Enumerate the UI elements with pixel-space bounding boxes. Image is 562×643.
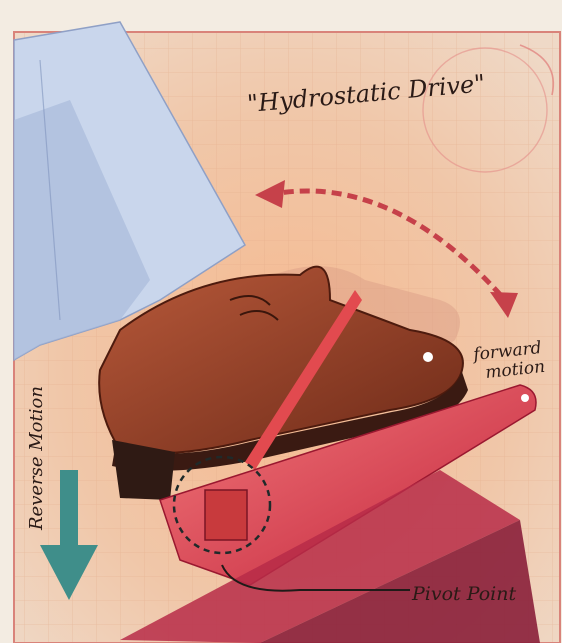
reverse-motion-label: Reverse Motion	[26, 386, 47, 531]
pivot-bracket	[205, 490, 247, 540]
pivot-bolt	[521, 394, 529, 402]
shoe-highlight	[423, 352, 433, 362]
pivot-point-label: Pivot Point	[411, 583, 516, 605]
